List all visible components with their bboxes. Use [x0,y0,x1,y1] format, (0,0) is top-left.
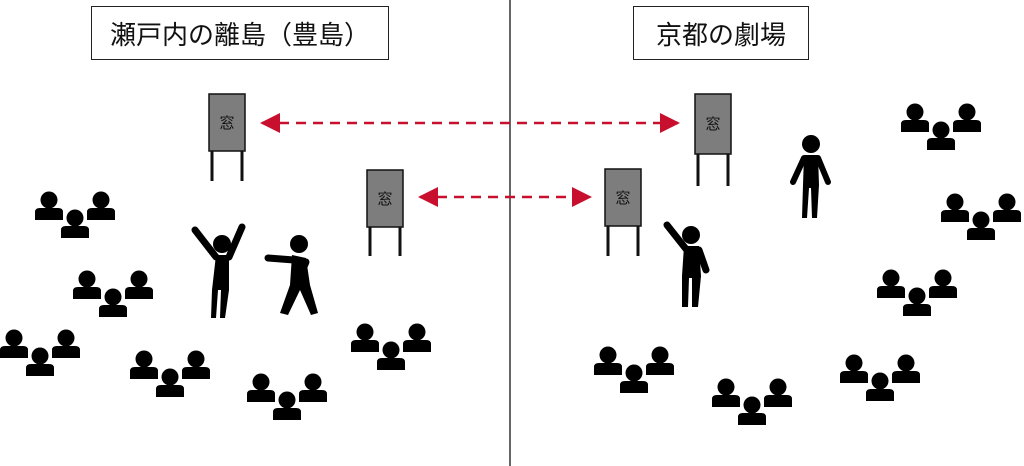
audience-group-icon [594,347,674,394]
title-right-text: 京都の劇場 [655,20,786,51]
audience-group-icon [901,104,981,151]
window-stand-icon: 窓 [604,168,642,256]
audience-group-icon [73,271,153,318]
audience-group-icon [0,330,80,377]
window-stand-icon: 窓 [694,93,732,186]
window-stand-icon: 窓 [208,93,246,181]
audience-group-icon [941,194,1021,241]
audience-group-icon [840,355,920,402]
window-label: 窓 [377,190,392,208]
performer-icon [663,221,710,307]
audience-group-icon [35,192,115,239]
audience-group-icon [130,351,210,398]
performer-icon [790,135,831,218]
performer-icon [191,223,246,318]
audience-group-icon [877,270,957,317]
window-stand-icon: 窓 [366,169,404,256]
title-left-text: 瀬戸内の離島（豊島） [109,20,370,51]
audience-group-icon [351,324,431,371]
window-label: 窓 [219,114,234,132]
performer-icon [264,235,318,315]
title-left-setouchi: 瀬戸内の離島（豊島） [91,6,389,60]
title-right-kyoto: 京都の劇場 [633,6,809,60]
audience-group-icon [247,374,327,421]
audience-group-icon [712,379,792,426]
window-label: 窓 [615,189,630,207]
window-label: 窓 [705,115,720,133]
